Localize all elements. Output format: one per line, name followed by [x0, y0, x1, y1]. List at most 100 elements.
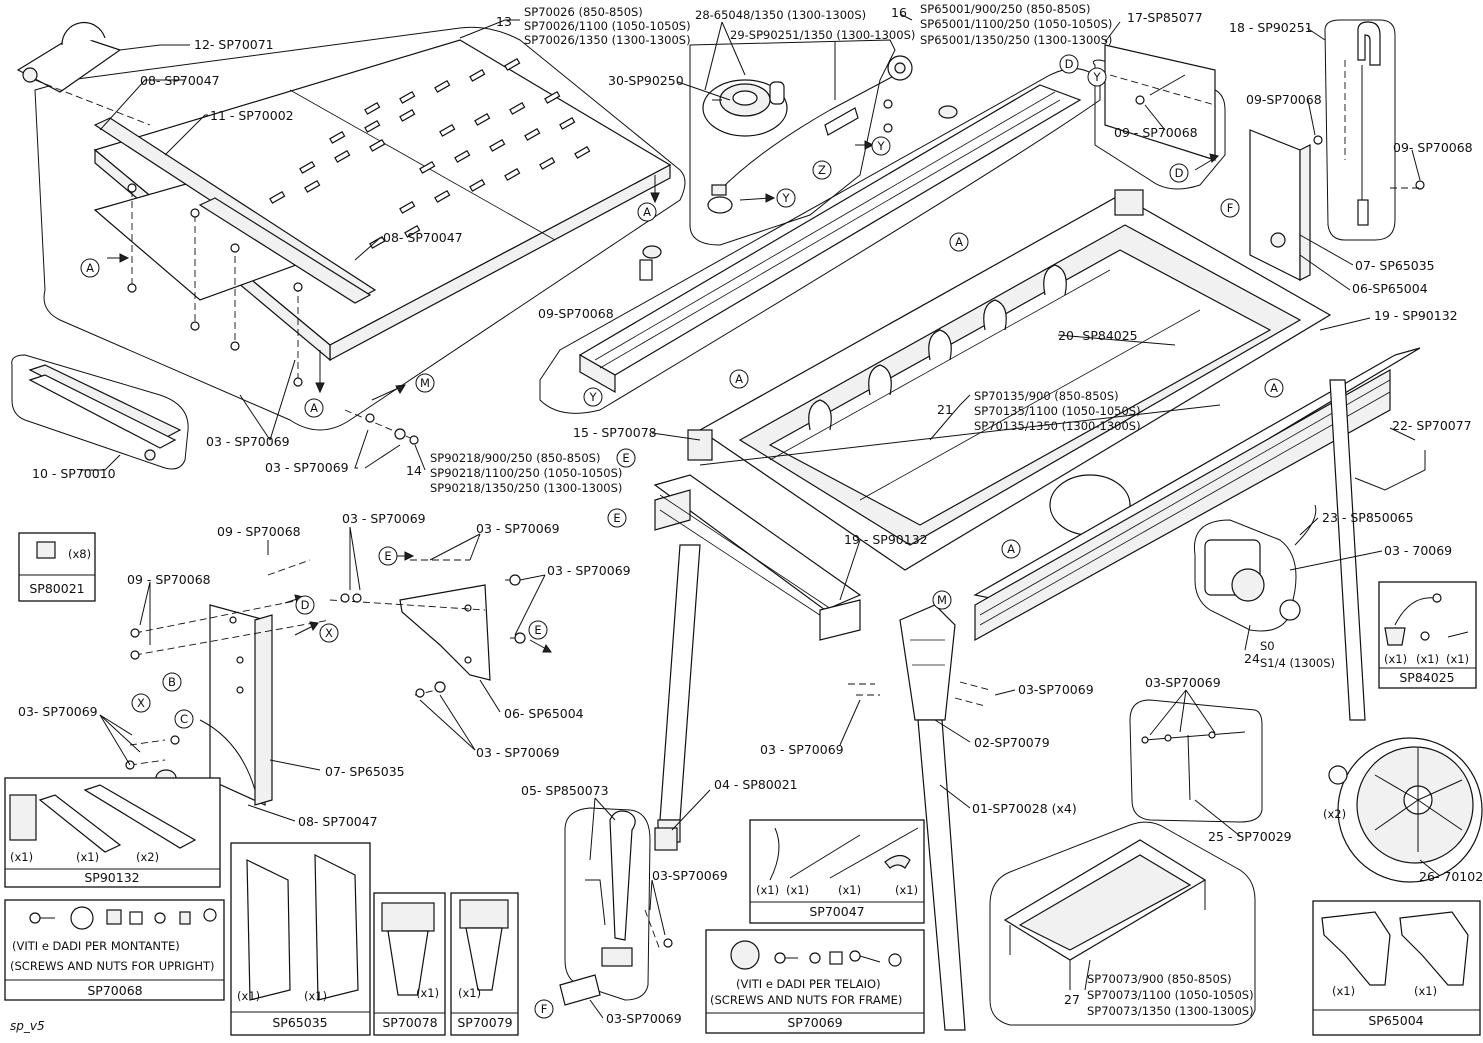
front-leg-left [659, 544, 701, 821]
bubble-y: Y [781, 191, 790, 205]
callout-21-line3: SP70135/1350 (1300-1300S) [974, 419, 1141, 433]
bubble-a: A [643, 205, 651, 219]
kit-code: SP70079 [457, 1015, 512, 1030]
callout-03: 03 - SP70069 [265, 460, 349, 475]
locking-rod-outline [1324, 19, 1396, 241]
wheel-ring [1328, 765, 1348, 785]
rail-strip-icon [9, 794, 37, 841]
bubble-a: A [1007, 542, 1015, 556]
kit-qty: (x1) [10, 850, 33, 864]
kit-code: SP84025 [1399, 670, 1454, 685]
kit-qty: (x2) [136, 850, 159, 864]
kit-box-sp80021: (x8) SP80021 [18, 532, 96, 602]
callout-03: 03-SP70069 [1145, 675, 1221, 690]
callout-03: 03 - 70069 [1384, 543, 1452, 558]
rear-leg-right [1329, 379, 1366, 721]
callout-labels: 12- SP70071 08- SP70047 11 - SP70002 08-… [18, 2, 1483, 1026]
leg-bracket-icon [465, 927, 503, 991]
frame-ribs [769, 264, 1201, 501]
bubble-e: E [613, 511, 620, 525]
front-extrusion-end [654, 489, 691, 531]
leader-lines [80, 13, 1441, 1019]
nut-icon [179, 911, 191, 925]
kit-code: SP90132 [84, 870, 139, 885]
washer-icon [154, 912, 166, 924]
nut-icon [829, 951, 843, 965]
bubble-f: F [1227, 201, 1234, 215]
bubble-e: E [384, 549, 391, 563]
table-rail-right [198, 197, 372, 304]
callout-09: 09-SP70068 [538, 306, 614, 321]
wheel-qty: (x2) [1323, 807, 1346, 821]
bracket-icon [1399, 911, 1469, 986]
bubble-f: F [541, 1002, 548, 1016]
knob-icon [730, 940, 760, 970]
fence-group-outline [11, 354, 189, 470]
callout-27-line3: SP70073/1350 (1300-1300S) [1087, 1004, 1254, 1018]
upright-bar-right [1299, 144, 1311, 281]
callout-16-num: 16 [891, 5, 907, 20]
rail-strip-icon [38, 794, 122, 853]
right-extrusion-side [974, 368, 1391, 642]
corner-post-left [687, 429, 713, 461]
callout-04: 04 - SP80021 [714, 777, 798, 792]
washer-icon [888, 953, 902, 967]
callout-09: 09 - SP70068 [1114, 125, 1198, 140]
kit-qty: (x1) [1446, 652, 1469, 666]
foot-cap-04 [654, 827, 678, 851]
callout-05: 05- SP850073 [521, 783, 609, 798]
upright-plate-icon [246, 859, 291, 1001]
callout-13-line1: SP70026 (850-850S) [524, 5, 643, 19]
upright-assembly-group [125, 551, 552, 806]
callout-16-line2: SP65001/1100/250 (1050-1050S) [920, 17, 1112, 31]
callout-03: 03-SP70069 [652, 868, 728, 883]
table-screws [344, 409, 419, 445]
rail-clamp [639, 259, 653, 281]
corner-post-back [1114, 189, 1144, 216]
fence-rail [28, 364, 182, 439]
callout-21-line2: SP70135/1100 (1050-1050S) [974, 404, 1141, 418]
callout-03: 03 - SP70069 [342, 511, 426, 526]
front-extrusion-foot [819, 599, 861, 641]
callout-03: 03 - SP70069 [760, 742, 844, 757]
callout-03: 03-SP70069 [1018, 682, 1094, 697]
cable-line [719, 69, 906, 191]
side-shield-group [1092, 19, 1425, 281]
callout-09: 09-SP70068 [1246, 92, 1322, 107]
bubble-y: Y [1092, 70, 1101, 84]
kit-box-sp90132: (x1) (x1) (x2) SP90132 [4, 777, 221, 888]
sheet-version-tag: sp_v5 [10, 1019, 45, 1033]
bubble-x: X [137, 696, 145, 710]
table-slots [269, 57, 591, 249]
motor-cable [1294, 504, 1317, 546]
bolt-icon [849, 950, 861, 962]
rail-strip-icon [83, 784, 197, 849]
callout-24-line2: S1/4 (1300S) [1260, 656, 1335, 670]
upright-plate-icon [314, 854, 359, 1001]
bracket-plate [399, 584, 491, 681]
hook-rod [1354, 450, 1426, 491]
kit-qty: (x1) [895, 883, 918, 897]
kit-box-sp70069: (VITI e DADI PER TELAIO) (SCREWS AND NUT… [705, 929, 925, 1034]
callout-26: 26- 70102R [1419, 869, 1483, 884]
sliding-table-group [11, 22, 686, 470]
screw-icon [29, 912, 41, 924]
callout-11: 11 - SP70002 [210, 108, 294, 123]
callout-14-line2: SP90218/1100/250 (1050-1050S) [430, 466, 622, 480]
callout-22: 22- SP70077 [1392, 418, 1472, 433]
callout-27-line2: SP70073/1100 (1050-1050S) [1087, 988, 1254, 1002]
knob-icon [70, 906, 94, 930]
upright-plate [209, 604, 266, 806]
bubble-a: A [310, 401, 318, 415]
screw-icon [774, 952, 786, 964]
bubble-b: B [168, 675, 176, 689]
leg-bracket-icon [387, 930, 429, 996]
callout-09: 09 - SP70068 [127, 572, 211, 587]
callout-16-line3: SP65001/1350/250 (1300-1300S) [920, 33, 1112, 47]
bubble-y: Y [588, 390, 597, 404]
bubble-d: D [1065, 57, 1074, 71]
bubble-a: A [735, 372, 743, 386]
kit-box-sp65004: (x1) (x1) SP65004 [1312, 900, 1481, 1036]
clip-icon [884, 854, 911, 869]
callout-24-line1: S0 [1260, 639, 1275, 653]
